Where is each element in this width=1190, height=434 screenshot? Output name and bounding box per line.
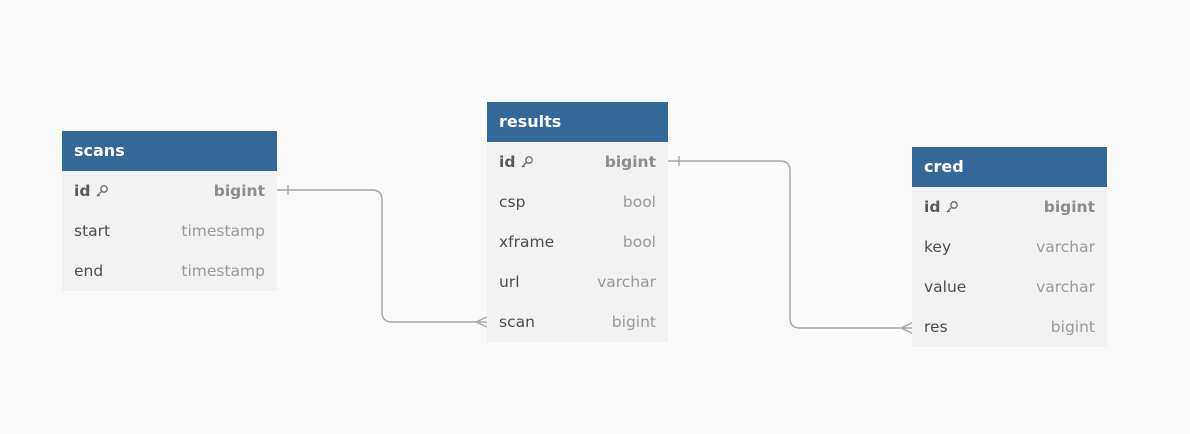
table-title[interactable]: cred (912, 147, 1107, 187)
field-name: xframe (499, 233, 555, 251)
table-scans[interactable]: scans id bigint start timestamp end time… (62, 131, 277, 291)
field-type: bigint (1050, 318, 1095, 336)
key-icon (96, 185, 109, 197)
field-type: varchar (1036, 238, 1095, 256)
relation-scans-results (277, 189, 487, 323)
field-type: bigint (213, 182, 265, 200)
field-type: bigint (1043, 198, 1095, 216)
table-results[interactable]: results id bigint csp bool xframe bool u… (487, 102, 668, 342)
relation-results-cred (668, 160, 912, 329)
field-type: bigint (604, 153, 656, 171)
table-cred[interactable]: cred id bigint key varchar value varchar… (912, 147, 1107, 347)
table-title[interactable]: results (487, 102, 668, 142)
field-row[interactable]: key varchar (912, 227, 1107, 267)
field-row[interactable]: end timestamp (62, 251, 277, 291)
field-row[interactable]: id bigint (487, 142, 668, 182)
field-name: url (499, 273, 520, 291)
field-type: bool (622, 193, 656, 211)
field-name: end (74, 262, 104, 280)
field-row[interactable]: xframe bool (487, 222, 668, 262)
field-row[interactable]: url varchar (487, 262, 668, 302)
field-row[interactable]: id bigint (912, 187, 1107, 227)
field-row[interactable]: res bigint (912, 307, 1107, 347)
field-row[interactable]: start timestamp (62, 211, 277, 251)
field-type: bool (622, 233, 656, 251)
field-name: start (74, 222, 111, 240)
key-icon (946, 201, 959, 213)
field-name: csp (499, 193, 526, 211)
field-row[interactable]: value varchar (912, 267, 1107, 307)
field-row[interactable]: scan bigint (487, 302, 668, 342)
field-type: bigint (611, 313, 656, 331)
field-name: id (74, 182, 91, 200)
key-icon (521, 156, 534, 168)
field-name: id (924, 198, 941, 216)
field-row[interactable]: csp bool (487, 182, 668, 222)
field-name: id (499, 153, 516, 171)
many-marker-results-scan (474, 316, 488, 328)
field-name: scan (499, 313, 535, 331)
field-name-wrap: id (74, 171, 109, 211)
field-type: varchar (1036, 278, 1095, 296)
field-type: timestamp (181, 222, 265, 240)
field-name: res (924, 318, 948, 336)
field-name: value (924, 278, 967, 296)
field-name-wrap: id (499, 142, 534, 182)
field-type: timestamp (181, 262, 265, 280)
table-title[interactable]: scans (62, 131, 277, 171)
many-marker-cred-res (899, 322, 913, 334)
field-name: key (924, 238, 952, 256)
field-name-wrap: id (924, 187, 959, 227)
field-type: varchar (597, 273, 656, 291)
field-row[interactable]: id bigint (62, 171, 277, 211)
